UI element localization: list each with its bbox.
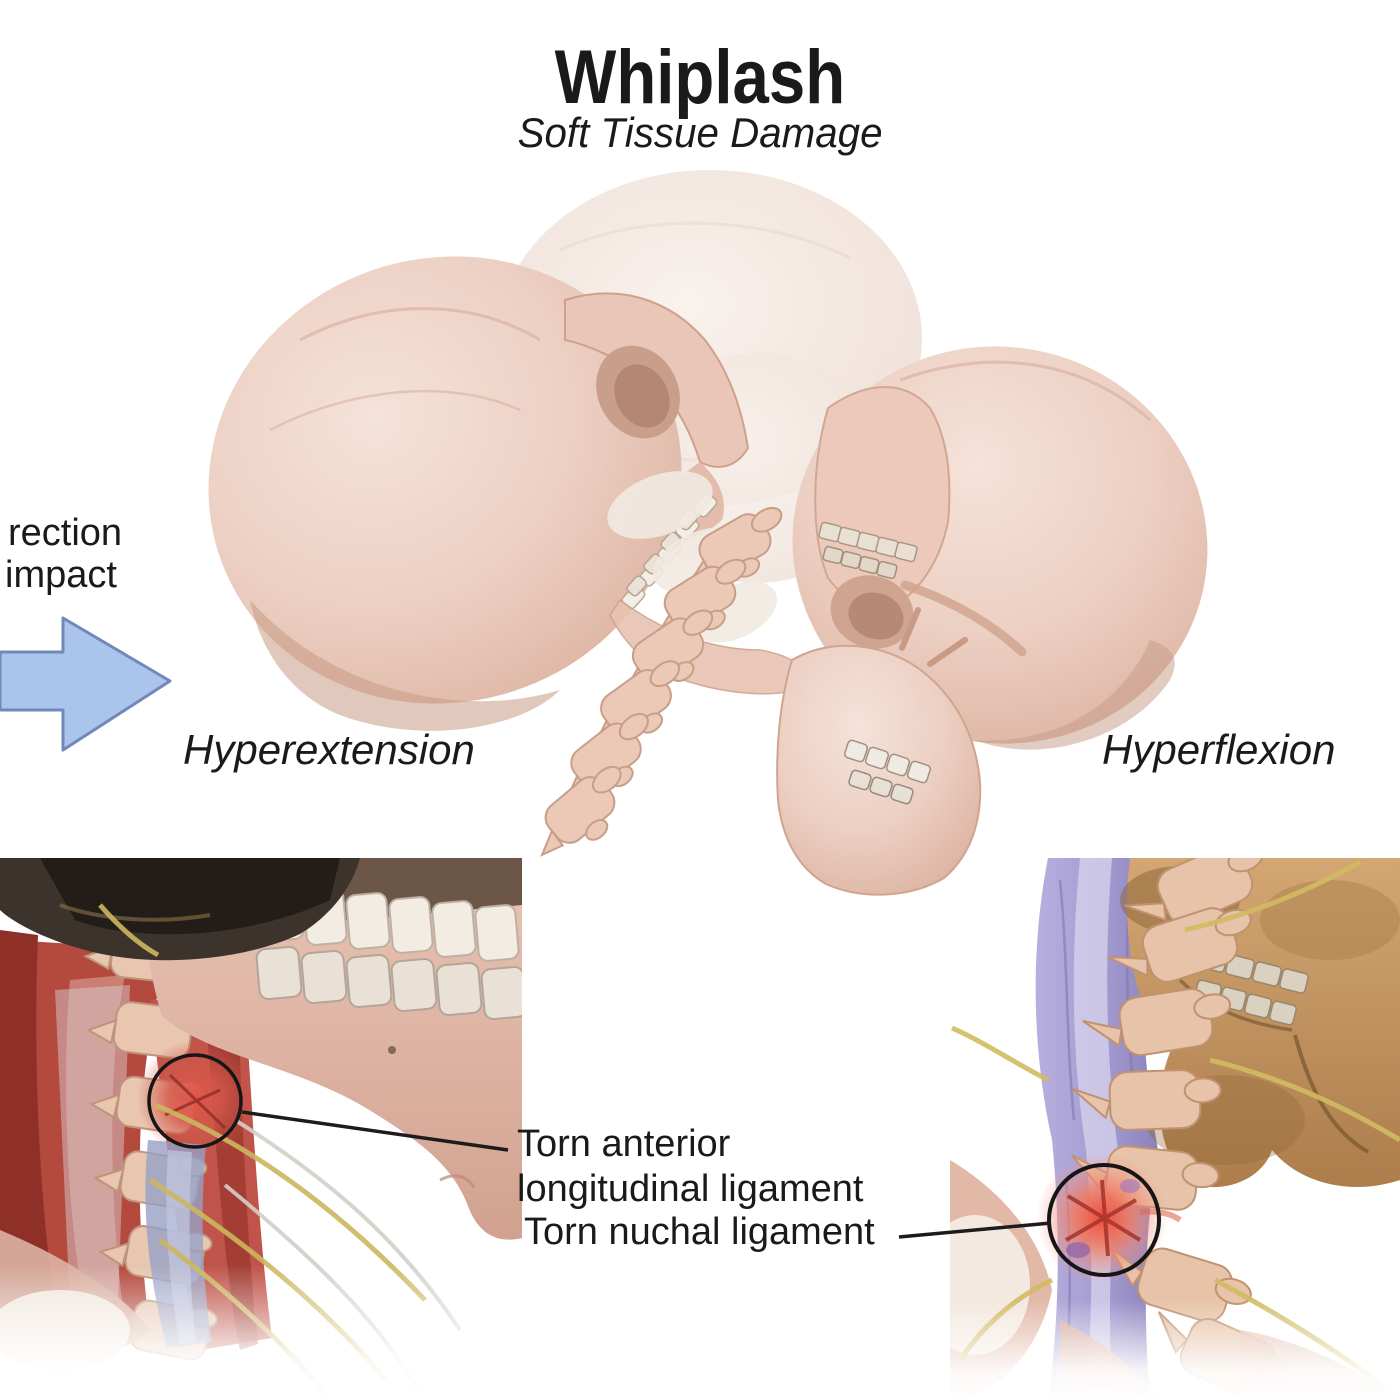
hyperextension-soft-tissue-panel <box>0 858 522 1400</box>
page-subtitle: Soft Tissue Damage <box>517 109 883 156</box>
anterior-ligament-circle-annotation <box>147 1053 243 1149</box>
torn-anterior-label-line2: longitudinal ligament <box>517 1168 864 1210</box>
nuchal-ligament-circle-annotation <box>1047 1163 1161 1277</box>
torn-anterior-label-line1: Torn anterior <box>517 1123 731 1165</box>
hyperflexion-label: Hyperflexion <box>1102 726 1336 773</box>
skull-hyperflexion <box>776 346 1208 896</box>
direction-of-impact-arrow <box>0 616 172 752</box>
page-title: Whiplash <box>554 35 846 120</box>
cervical-vertebrae <box>520 471 802 875</box>
impact-label-line2: impact <box>5 554 117 596</box>
impact-label-line1: rection <box>8 512 123 554</box>
page-title-row: Whiplash <box>0 40 1400 116</box>
hyperflexion-soft-tissue-panel <box>950 858 1400 1400</box>
anterior-ligament-leader-line <box>241 1110 509 1152</box>
torn-nuchal-label: Torn nuchal ligament <box>524 1211 875 1253</box>
torn-anterior-label: Torn anterior longitudinal ligament <box>517 1122 863 1212</box>
skull-hyperextension <box>208 256 813 731</box>
hyperextension-label: Hyperextension <box>183 726 475 773</box>
page-subtitle-row: Soft Tissue Damage <box>0 112 1400 154</box>
nuchal-ligament-leader-line <box>898 1221 1052 1239</box>
